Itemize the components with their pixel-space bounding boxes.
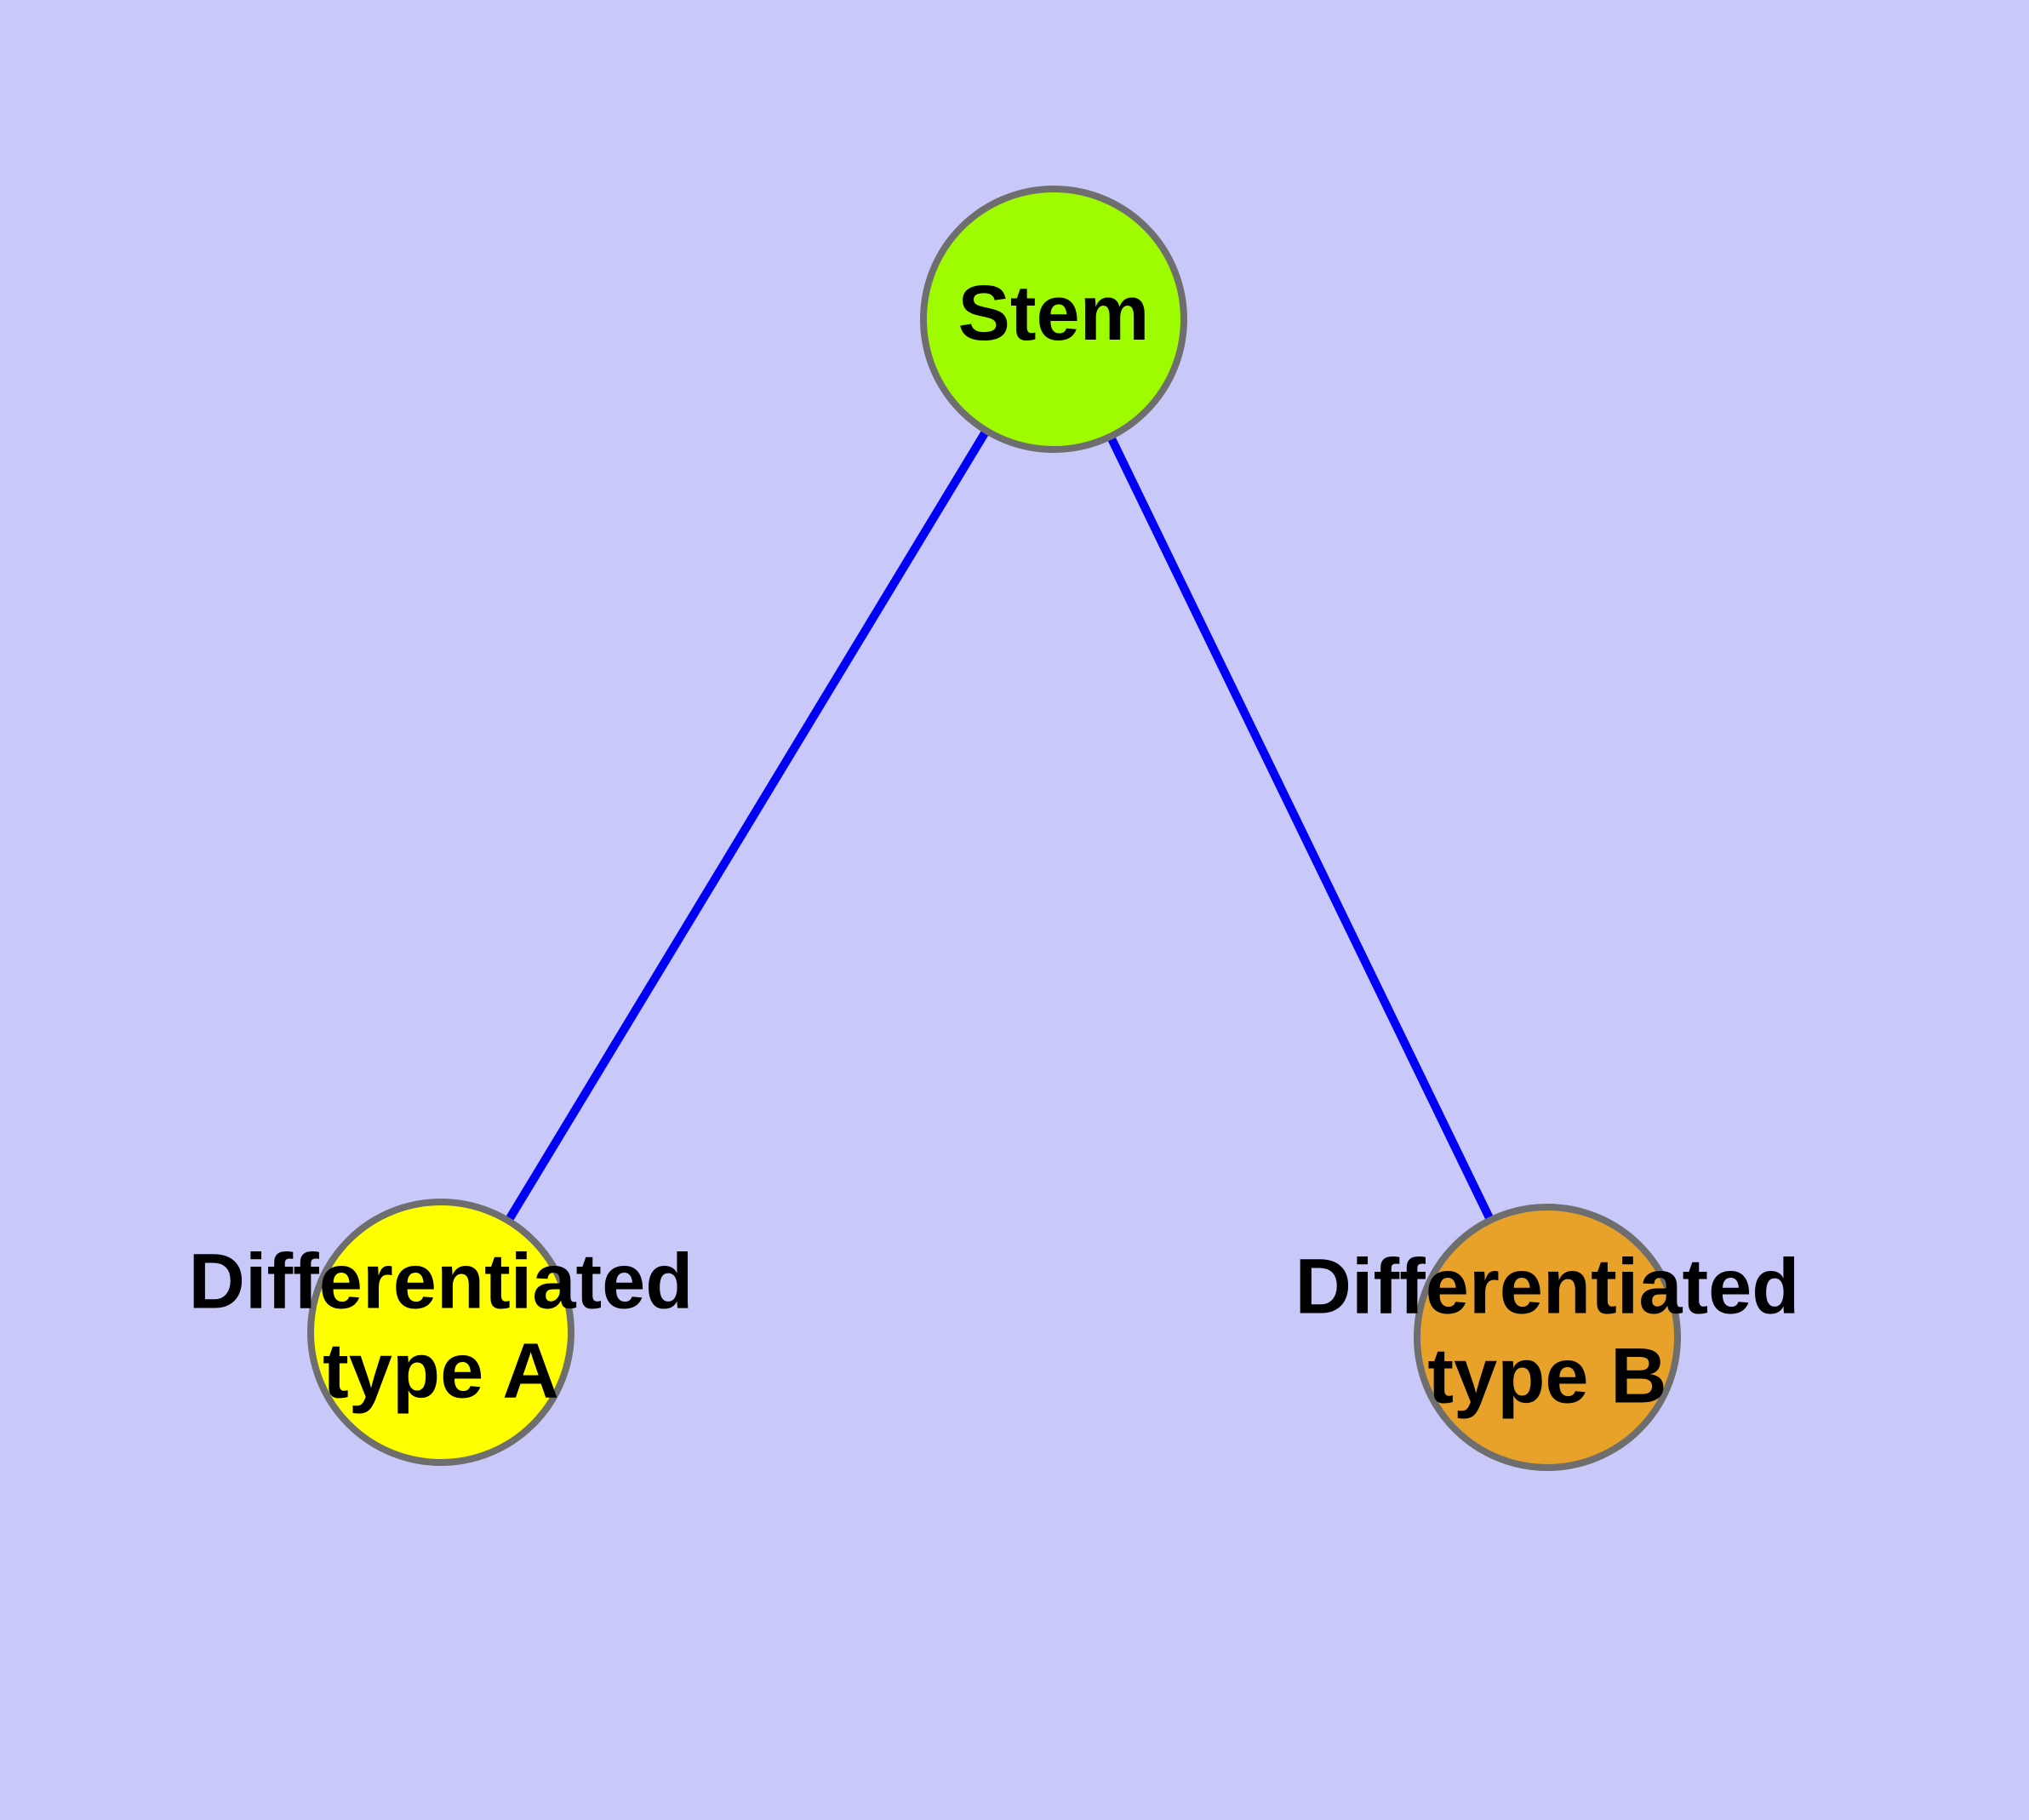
node-label-line: Stem <box>958 270 1150 357</box>
node-diff_a[interactable] <box>307 1199 574 1466</box>
edges-layer <box>437 317 1552 1340</box>
node-circle-diff_a[interactable] <box>307 1199 574 1466</box>
node-label-line: type A <box>323 1328 559 1415</box>
edge-stem-to-diff_a <box>437 317 1058 1335</box>
node-label-line: Differentiated <box>189 1239 694 1325</box>
node-diff_b[interactable] <box>1414 1204 1681 1471</box>
node-circle-diff_b[interactable] <box>1414 1204 1681 1471</box>
node-circle-stem[interactable] <box>920 186 1187 453</box>
edge-stem-to-diff_b <box>1049 317 1552 1340</box>
node-label-stem: Stem <box>958 270 1150 357</box>
node-label-line: Differentiated <box>1295 1244 1800 1331</box>
node-label-line: type B <box>1427 1333 1666 1420</box>
node-stem[interactable] <box>920 186 1187 453</box>
